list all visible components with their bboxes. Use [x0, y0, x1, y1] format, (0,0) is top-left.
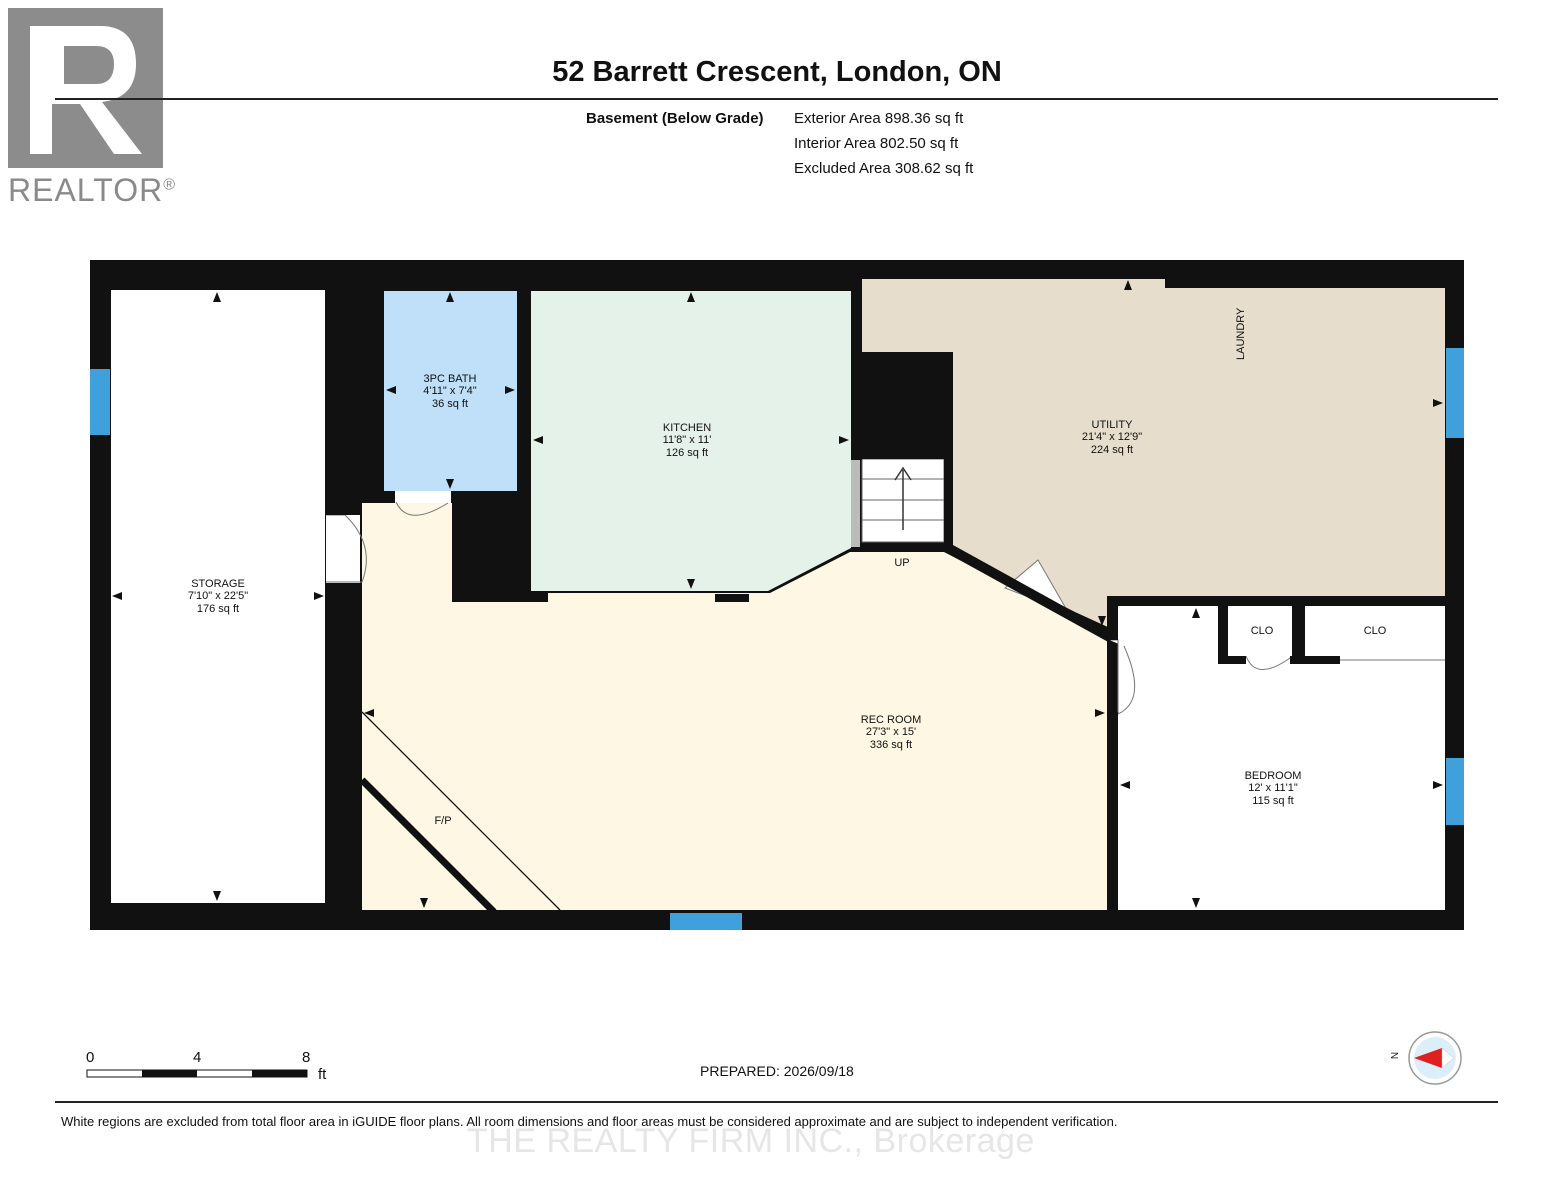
utility-label: UTILITY 21'4" x 12'9" 224 sq ft — [1082, 419, 1142, 456]
rec-room-area: 336 sq ft — [870, 739, 912, 751]
bedroom-room — [1118, 606, 1445, 910]
kitchen-room — [531, 291, 851, 591]
staircase — [851, 458, 945, 547]
prepared-date: PREPARED: 2026/09/18 — [700, 1063, 854, 1079]
dimension-arrows — [112, 280, 1443, 908]
kitchen-area: 126 sq ft — [666, 447, 708, 459]
rec-room — [362, 503, 1107, 910]
interior-area: Interior Area 802.50 sq ft — [794, 135, 959, 152]
storage-room — [111, 290, 325, 903]
window-bedroom — [1446, 758, 1464, 825]
bedroom-area: 115 sq ft — [1252, 795, 1293, 807]
compass-icon — [1408, 1031, 1462, 1085]
rec-room-label: REC ROOM 27'3" x 15' 336 sq ft — [861, 714, 922, 751]
rec-room-dims: 27'3" x 15' — [866, 726, 916, 738]
bath-label: 3PC BATH 4'11" x 7'4" 36 sq ft — [423, 373, 476, 410]
title-divider — [55, 98, 1498, 100]
utility-area: 224 sq ft — [1091, 444, 1133, 456]
excluded-area: Excluded Area 308.62 sq ft — [794, 160, 974, 177]
realtor-logo-text: REALTOR — [8, 172, 164, 208]
utility-dims: 21'4" x 12'9" — [1082, 431, 1142, 443]
door-bedroom — [1109, 639, 1136, 715]
kitchen-name: KITCHEN — [663, 422, 711, 434]
scale-tick-0: 0 — [86, 1049, 95, 1066]
utility-room — [862, 279, 1445, 628]
bath-room — [384, 291, 517, 491]
scale-tick-4: 4 — [193, 1049, 202, 1066]
window-storage — [90, 369, 110, 435]
scale-unit: ft — [318, 1066, 327, 1083]
closet-1 — [1228, 606, 1292, 656]
fireplace-label: F/P — [434, 815, 451, 827]
door-closet-1 — [1245, 655, 1291, 670]
bath-area: 36 sq ft — [432, 398, 468, 410]
kitchen-counter-mark — [715, 594, 749, 602]
closet-2-label: CLO — [1364, 625, 1387, 637]
storage-name: STORAGE — [191, 578, 245, 590]
window-rec-room — [670, 913, 742, 930]
bedroom-dims: 12' x 11'1" — [1248, 782, 1298, 794]
storage-label: STORAGE 7'10" x 22'5" 176 sq ft — [188, 578, 248, 615]
closet-2 — [1305, 606, 1445, 656]
scale-bar — [86, 1069, 308, 1078]
door-storage — [326, 514, 367, 583]
exterior-area: Exterior Area 898.36 sq ft — [794, 110, 964, 127]
kitchen-dims: 11'8" x 11' — [663, 434, 712, 446]
footer-divider — [55, 1101, 1498, 1103]
bath-dims: 4'11" x 7'4" — [423, 385, 476, 397]
realtor-logo-mark — [8, 8, 163, 168]
laundry-label: LAUNDRY — [1235, 307, 1247, 360]
compass: N — [1390, 1030, 1464, 1086]
door-bath — [395, 491, 451, 516]
disclaimer: White regions are excluded from total fl… — [61, 1114, 1118, 1129]
registered-mark: ® — [163, 176, 176, 194]
interior-walls — [325, 260, 1464, 930]
window-utility — [1446, 348, 1464, 438]
utility-name: UTILITY — [1092, 419, 1134, 431]
closet-1-label: CLO — [1251, 625, 1274, 637]
bath-name: 3PC BATH — [424, 373, 477, 385]
realtor-logo: REALTOR® — [8, 8, 178, 208]
storage-area: 176 sq ft — [197, 603, 239, 615]
fireplace — [359, 711, 561, 915]
storage-dims: 7'10" x 22'5" — [188, 590, 248, 602]
watermark: THE REALTY FIRM INC., Brokerage — [467, 1122, 1035, 1160]
kitchen-label: KITCHEN 11'8" x 11' 126 sq ft — [663, 422, 712, 459]
compass-north-label: N — [1390, 1051, 1402, 1060]
rec-room-name: REC ROOM — [861, 714, 922, 726]
level-name: Basement (Below Grade) — [586, 110, 764, 127]
stairs-up-label: UP — [894, 557, 909, 569]
scale-tick-8: 8 — [302, 1049, 311, 1066]
bedroom-name: BEDROOM — [1245, 770, 1302, 782]
realtor-r-icon — [30, 26, 142, 154]
bedroom-label: BEDROOM 12' x 11'1" 115 sq ft — [1245, 770, 1302, 807]
page-title: 52 Barrett Crescent, London, ON — [552, 56, 1002, 88]
